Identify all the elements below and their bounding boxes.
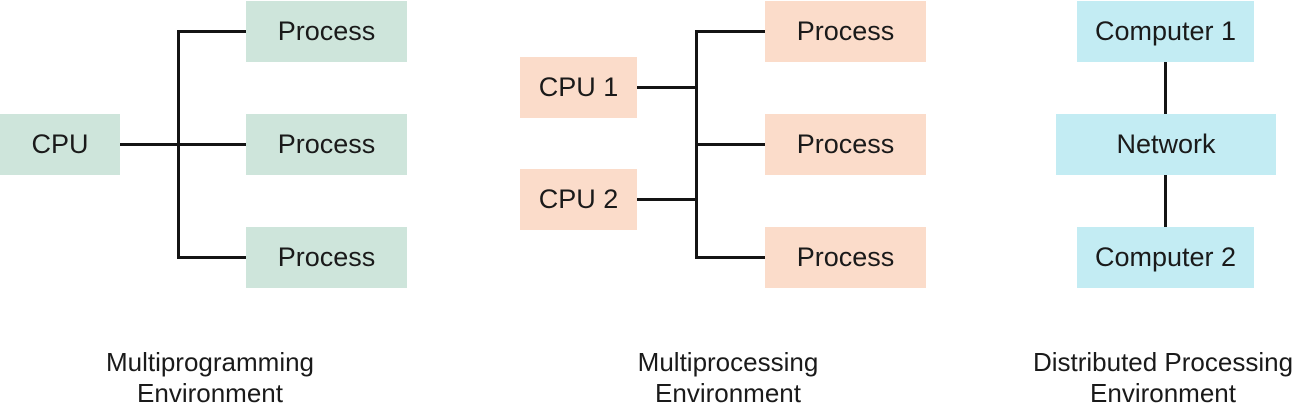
network-box: Network xyxy=(1056,114,1276,175)
process-box: Process xyxy=(765,114,926,175)
process-box: Process xyxy=(246,1,407,62)
process-box: Process xyxy=(765,227,926,288)
caption-line: Distributed Processing xyxy=(1032,347,1294,377)
cpu-box: CPU xyxy=(0,114,120,175)
connector-branch-bottom xyxy=(695,256,765,259)
cpu2-box: CPU 2 xyxy=(520,169,637,230)
connector-cpu-to-middle-process xyxy=(120,143,246,146)
connector-trunk-line xyxy=(177,30,180,259)
caption-line: Environment xyxy=(137,378,283,403)
cpu1-box: CPU 1 xyxy=(520,57,637,118)
caption-line: Environment xyxy=(1090,378,1236,403)
caption-multiprocessing: Multiprocessing Environment xyxy=(578,347,878,403)
process-box: Process xyxy=(246,114,407,175)
computer1-box: Computer 1 xyxy=(1077,1,1254,62)
connector-network-to-computer2 xyxy=(1164,175,1167,227)
process-box: Process xyxy=(765,1,926,62)
connector-cpu2-to-trunk xyxy=(637,198,698,201)
caption-line: Multiprogramming xyxy=(105,347,315,377)
caption-distributed-processing: Distributed Processing Environment xyxy=(1013,347,1297,403)
connector-computer1-to-network xyxy=(1164,62,1167,114)
computer2-box: Computer 2 xyxy=(1077,227,1254,288)
connector-branch-top xyxy=(695,30,765,33)
connector-branch-middle xyxy=(695,143,765,146)
connector-branch-bottom xyxy=(177,256,246,259)
process-box: Process xyxy=(246,227,407,288)
caption-line: Environment xyxy=(655,378,801,403)
caption-multiprogramming: Multiprogramming Environment xyxy=(60,347,360,403)
connector-branch-top xyxy=(177,30,246,33)
connector-cpu1-to-trunk xyxy=(637,86,698,89)
caption-line: Multiprocessing xyxy=(637,347,819,377)
